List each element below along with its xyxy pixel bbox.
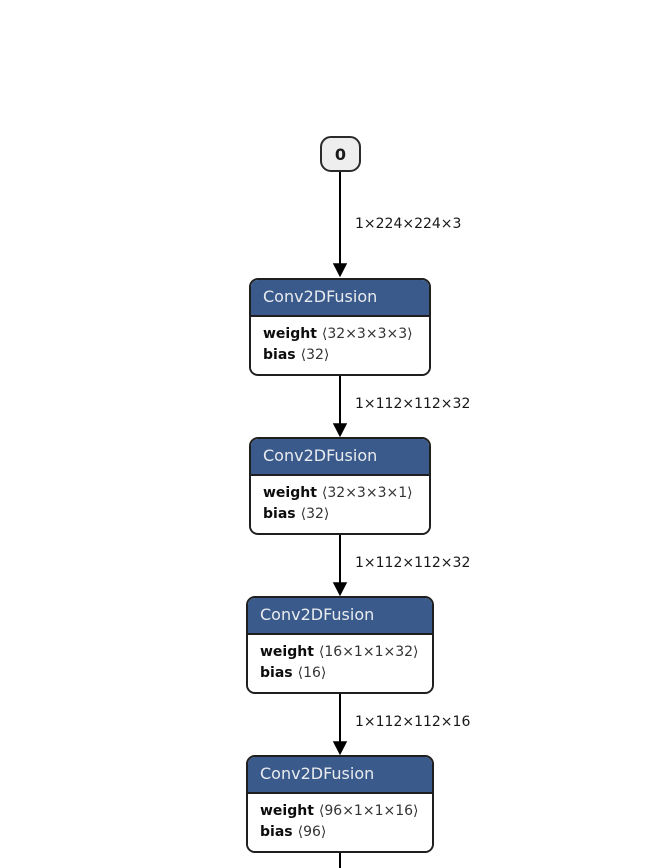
attribute-row: bias⟨32⟩ [263,345,417,366]
node-attributes-conv2dfusion-2: weight⟨32×3×3×1⟩ bias⟨32⟩ [251,476,429,533]
attribute-key: bias [260,665,293,681]
node-title-conv2dfusion-2: Conv2DFusion [251,439,429,476]
node-conv2dfusion-3[interactable]: Conv2DFusion weight⟨16×1×1×32⟩ bias⟨16⟩ [246,596,434,694]
node-title-conv2dfusion-3: Conv2DFusion [248,598,432,635]
attribute-key: bias [260,824,293,840]
attribute-row: weight⟨96×1×1×16⟩ [260,801,420,822]
attribute-value: ⟨32⟩ [300,347,330,363]
attribute-key: bias [263,506,296,522]
attribute-value: ⟨32×3×3×1⟩ [321,485,413,501]
node-attributes-conv2dfusion-3: weight⟨16×1×1×32⟩ bias⟨16⟩ [248,635,432,692]
attribute-value: ⟨96×1×1×16⟩ [318,803,419,819]
edge-label-conv2-conv3: 1×112×112×32 [355,555,471,571]
attribute-row: bias⟨16⟩ [260,663,420,684]
attribute-row: weight⟨32×3×3×3⟩ [263,324,417,345]
node-attributes-conv2dfusion-4: weight⟨96×1×1×16⟩ bias⟨96⟩ [248,794,432,851]
attribute-row: weight⟨16×1×1×32⟩ [260,642,420,663]
attribute-value: ⟨32×3×3×3⟩ [321,326,413,342]
attribute-key: weight [263,326,317,342]
edge-label-conv1-conv2: 1×112×112×32 [355,396,471,412]
attribute-key: weight [263,485,317,501]
edge-label-input0-conv1: 1×224×224×3 [355,216,462,232]
attribute-key: weight [260,644,314,660]
input-node-0[interactable]: 0 [320,136,361,172]
attribute-row: weight⟨32×3×3×1⟩ [263,483,417,504]
attribute-row: bias⟨32⟩ [263,504,417,525]
node-attributes-conv2dfusion-1: weight⟨32×3×3×3⟩ bias⟨32⟩ [251,317,429,374]
attribute-key: bias [263,347,296,363]
attribute-row: bias⟨96⟩ [260,822,420,843]
attribute-value: ⟨16⟩ [297,665,327,681]
attribute-value: ⟨32⟩ [300,506,330,522]
node-conv2dfusion-1[interactable]: Conv2DFusion weight⟨32×3×3×3⟩ bias⟨32⟩ [249,278,431,376]
attribute-value: ⟨96⟩ [297,824,327,840]
node-conv2dfusion-4[interactable]: Conv2DFusion weight⟨96×1×1×16⟩ bias⟨96⟩ [246,755,434,853]
node-title-conv2dfusion-1: Conv2DFusion [251,280,429,317]
node-conv2dfusion-2[interactable]: Conv2DFusion weight⟨32×3×3×1⟩ bias⟨32⟩ [249,437,431,535]
attribute-key: weight [260,803,314,819]
node-title-conv2dfusion-4: Conv2DFusion [248,757,432,794]
edge-label-conv3-conv4: 1×112×112×16 [355,714,471,730]
input-node-label: 0 [334,144,347,164]
attribute-value: ⟨16×1×1×32⟩ [318,644,419,660]
